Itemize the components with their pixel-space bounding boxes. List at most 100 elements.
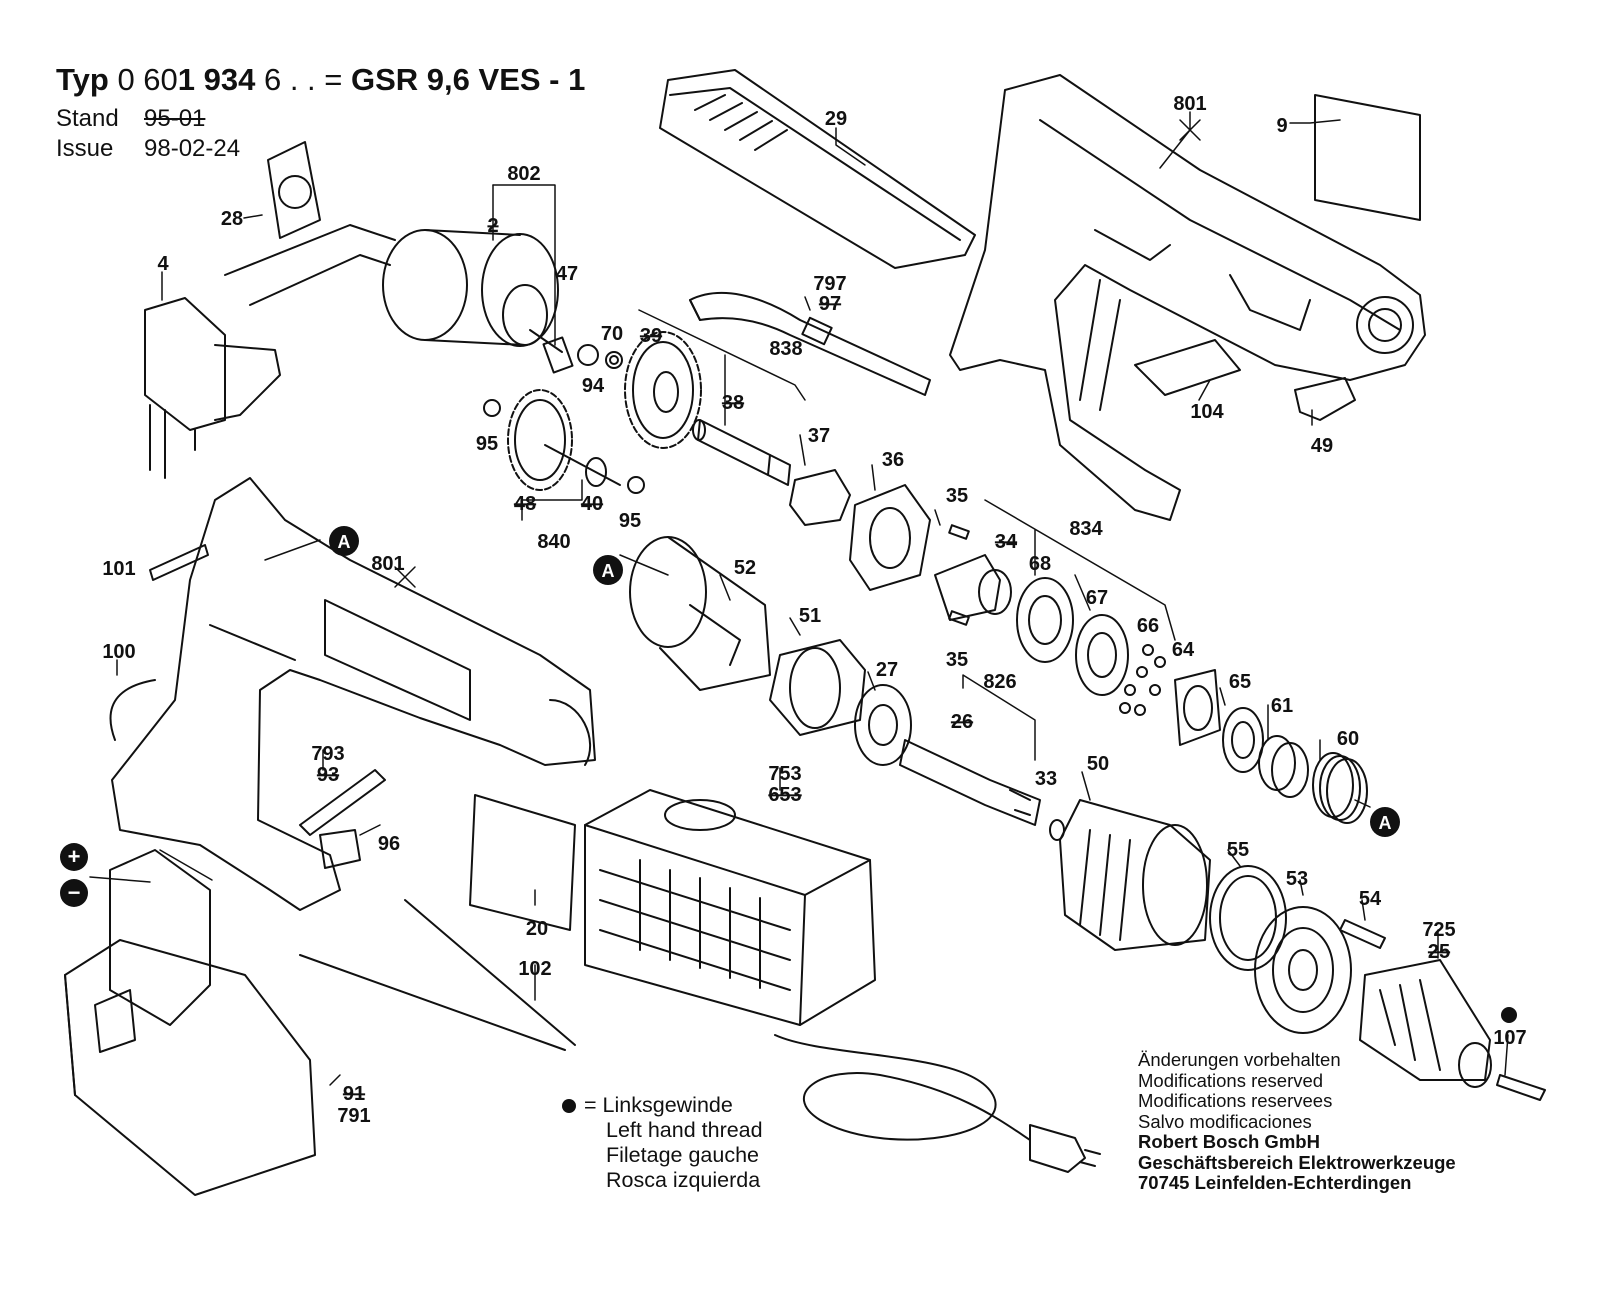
typ-number-suffix: 6 . . = [255, 62, 343, 97]
part-pin-35a [948, 524, 970, 540]
part-coupling-37 [789, 469, 851, 526]
typ-number-prefix: 0 60 [117, 62, 178, 97]
label-725: 725 [1422, 919, 1455, 941]
note-line-1: Änderungen vorbehalten [1138, 1049, 1341, 1070]
label-35-top: 35 [946, 485, 968, 507]
typ-label: Typ [56, 62, 109, 97]
legend-line-1: Linksgewinde [602, 1093, 733, 1117]
part-rod-102 [299, 899, 576, 1051]
marker-a-mid: A [593, 555, 623, 585]
part-clip-49 [1294, 377, 1356, 421]
leader-lines [89, 111, 1509, 1086]
part-balls-66 [1119, 644, 1166, 716]
label-64: 64 [1172, 639, 1195, 661]
part-bearing-65 [1222, 707, 1264, 773]
label-791: 791 [337, 1105, 370, 1127]
part-motor-802 [382, 229, 574, 374]
issue-value: 98-02-24 [144, 135, 241, 162]
label-66: 66 [1137, 615, 1159, 637]
label-50: 50 [1087, 753, 1109, 775]
label-95-right: 95 [619, 510, 641, 532]
part-charger-753 [584, 789, 876, 1026]
label-826: 826 [983, 671, 1016, 693]
part-ring-gear-51 [769, 639, 866, 736]
legend-dot-icon [562, 1099, 576, 1114]
label-67: 67 [1086, 587, 1108, 609]
part-shaft-38 [692, 419, 791, 486]
part-bush-61 [1258, 735, 1309, 798]
label-840: 840 [537, 531, 570, 553]
part-carrier-64 [1174, 669, 1221, 746]
label-28: 28 [221, 208, 243, 230]
legend-row-1: = Linksgewinde [562, 1093, 763, 1118]
part-bearing-68 [1016, 577, 1074, 663]
label-61: 61 [1271, 695, 1293, 717]
left-thread-dot [1501, 1007, 1517, 1023]
label-94: 94 [582, 375, 605, 397]
svg-text:A: A [338, 532, 351, 552]
part-clutch-53 [1254, 906, 1352, 1034]
cross-marks [394, 119, 1201, 588]
thread-legend: = Linksgewinde Left hand thread Filetage… [562, 1093, 763, 1193]
label-47: 47 [556, 263, 578, 285]
part-charger-cord [774, 1034, 1101, 1173]
label-37: 37 [808, 425, 830, 447]
label-4: 4 [157, 253, 169, 275]
label-54: 54 [1359, 888, 1382, 910]
note-line-4: Salvo modificaciones [1138, 1110, 1312, 1132]
label-26: 26 [951, 711, 973, 733]
label-801-top: 801 [1173, 93, 1206, 115]
part-screw-54 [1339, 919, 1386, 949]
part-ring-plate-67 [1075, 614, 1129, 696]
label-834: 834 [1069, 518, 1103, 540]
part-label-20 [469, 794, 576, 931]
part-bush-94 [577, 344, 599, 366]
label-838: 838 [769, 338, 802, 360]
label-52: 52 [734, 557, 756, 579]
note-line-2: Modifications reserved [1138, 1069, 1324, 1091]
label-68: 68 [1029, 553, 1051, 575]
part-washer-70 [605, 351, 623, 369]
note-line-3: Modifications reservees [1138, 1090, 1333, 1111]
legend-line-2: Left hand thread [606, 1118, 763, 1142]
marker-minus: − [60, 879, 88, 907]
part-gear-housing-52 [629, 536, 771, 691]
company-line-2: Geschäftsbereich Elektrowerkzeuge [1138, 1151, 1456, 1173]
type-title: Typ 0 601 934 6 . . = GSR 9,6 VES - 1 [56, 62, 585, 98]
label-801-left: 801 [371, 553, 404, 575]
part-chuck-725 [1359, 959, 1492, 1088]
label-29: 29 [825, 108, 847, 130]
part-gear-39 [624, 331, 702, 449]
label-653: 653 [768, 784, 801, 806]
part-cable-100 [109, 679, 156, 741]
marker-plus: + [60, 843, 88, 871]
part-label-plate-9 [1314, 94, 1421, 221]
svg-text:−: − [68, 880, 81, 905]
company-line-3: 70745 Leinfelden-Echterdingen [1138, 1172, 1412, 1193]
part-ball-95b [627, 476, 645, 494]
label-35-bottom: 35 [946, 649, 968, 671]
label-107: 107 [1493, 1027, 1526, 1049]
label-802: 802 [507, 163, 540, 185]
label-91: 91 [343, 1083, 365, 1105]
label-53: 53 [1286, 868, 1308, 890]
part-contact-plate-104 [1134, 339, 1241, 396]
label-27: 27 [876, 659, 898, 681]
label-70: 70 [601, 323, 623, 345]
label-40: 40 [581, 493, 603, 515]
svg-text:+: + [68, 844, 81, 869]
stand-value: 95-01 [144, 105, 206, 132]
part-ball-95a [483, 399, 501, 417]
label-93: 93 [317, 764, 339, 786]
label-39: 39 [640, 325, 662, 347]
label-104: 104 [1190, 401, 1224, 423]
label-95-left: 95 [476, 433, 498, 455]
part-gear-48 [507, 389, 621, 491]
label-65: 65 [1229, 671, 1251, 693]
part-housing-left [111, 477, 596, 911]
label-20: 20 [526, 918, 548, 940]
notes-block: Änderungen vorbehalten Modifications res… [1138, 1049, 1456, 1194]
marker-a-right: A [1370, 807, 1400, 837]
